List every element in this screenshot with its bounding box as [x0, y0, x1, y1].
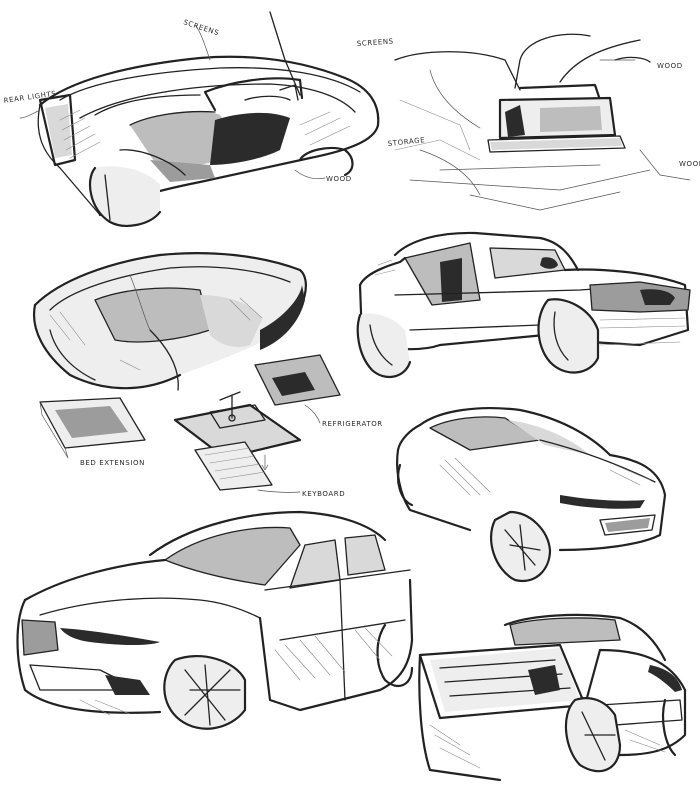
label-wood-3: WOOD — [679, 160, 700, 168]
label-screens-2: SCREENS — [357, 37, 394, 48]
component-details-sketch — [39, 354, 341, 493]
label-bed-extension: BED EXTENSION — [80, 459, 145, 467]
label-rear-lights: REAR LIGHTS — [3, 90, 57, 105]
hatchback-rear-sketch — [396, 407, 667, 583]
pickup-truck-sketch — [356, 231, 691, 379]
hatchback-front-sketch — [16, 510, 414, 730]
interior-cabin-sketch — [19, 11, 380, 227]
label-keyboard: KEYBOARD — [302, 490, 345, 498]
label-screens-1: SCREENS — [182, 18, 220, 37]
label-storage: STORAGE — [387, 136, 425, 148]
label-wood-2: WOOD — [657, 62, 683, 70]
seat-module-sketch — [32, 252, 307, 391]
pickup-bed-sketch — [418, 613, 687, 782]
label-refrigerator: REFRIGERATOR — [322, 420, 383, 428]
interior-rear-view-sketch — [394, 33, 691, 211]
label-wood-1: WOOD — [326, 175, 352, 183]
